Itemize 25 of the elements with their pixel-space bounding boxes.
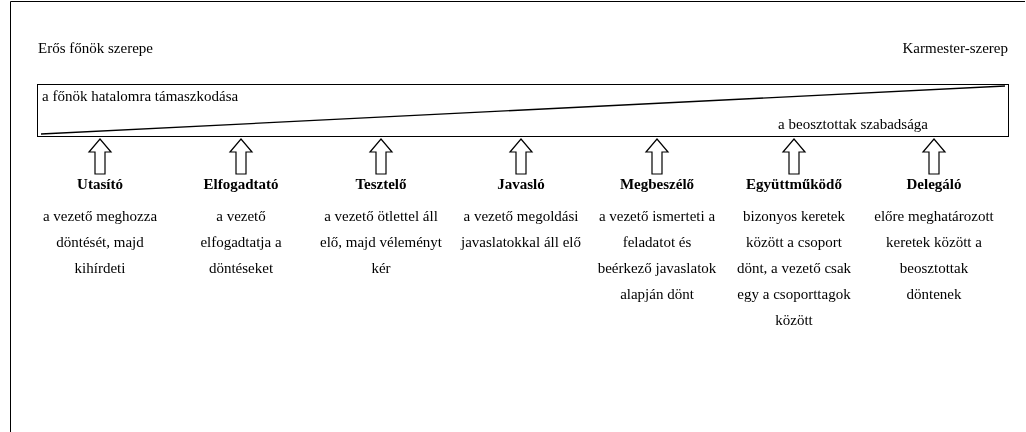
style-description: a vezető megoldási javaslatokkal áll elő — [459, 207, 582, 252]
hollow-arrow — [87, 138, 113, 175]
style-description: bizonyos keretek között a csoport dönt, a vezető csak egy a csoporttagok között — [735, 207, 853, 330]
style-description: a vezető elfogadtatja a döntéseket — [199, 207, 283, 278]
style-heading: Delegáló — [906, 176, 962, 193]
band-label: a főnök hatalomra támaszkodása — [42, 88, 239, 105]
hollow-arrow — [644, 138, 670, 175]
style-description: a vezető meghozza döntését, majd kihírdeti — [41, 207, 159, 278]
style-description: előre meghatározott keretek között a beosztottak döntenek — [873, 207, 995, 304]
style-heading: Együttműködő — [746, 176, 842, 193]
scale-end-label: Erős főnök szerepe — [38, 40, 153, 57]
style-description: a vezető ötlettel áll elő, majd véleményt kér — [319, 207, 443, 278]
style-heading: Tesztelő — [355, 176, 407, 193]
hollow-arrow — [921, 138, 947, 175]
style-heading: Javasló — [497, 176, 545, 193]
band-label: a beosztottak szabadsága — [778, 116, 928, 133]
style-description: a vezető ismerteti a feladatot és beérkező javaslatok alapján dönt — [596, 207, 718, 304]
hollow-arrow — [228, 138, 254, 175]
style-heading: Utasító — [77, 176, 123, 193]
hollow-arrow — [508, 138, 534, 175]
style-heading: Megbeszélő — [619, 176, 695, 193]
style-heading: Elfogadtató — [203, 176, 279, 193]
scale-end-label: Karmester-szerep — [902, 40, 1008, 57]
hollow-arrow — [781, 138, 807, 175]
hollow-arrow — [368, 138, 394, 175]
